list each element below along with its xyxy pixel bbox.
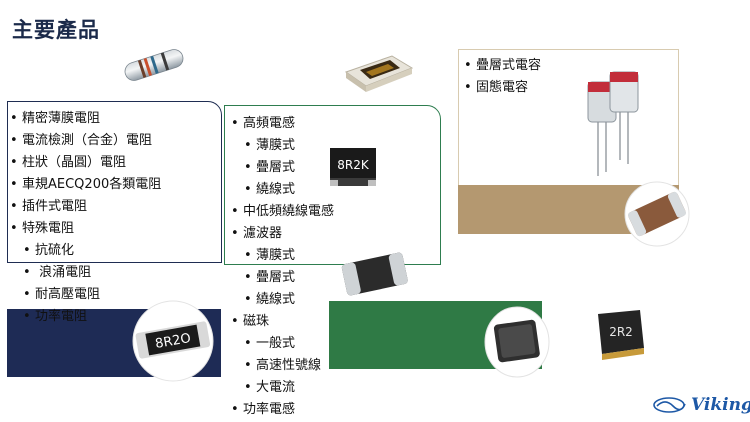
bullet: • — [231, 204, 239, 219]
list-item-label: 抗硫化 — [35, 243, 75, 258]
viking-logo: Viking — [653, 395, 750, 415]
list-item-label: 中低頻繞線電感 — [243, 204, 335, 219]
bullet: • — [244, 358, 252, 373]
list-item: • 磁珠 — [231, 311, 334, 333]
bullet: • — [244, 248, 252, 263]
bullet: • — [10, 221, 18, 236]
list-item-label: 疊層式 — [256, 270, 296, 285]
list-item: • 耐高壓電阻 — [10, 284, 161, 306]
list-item-label: 耐高壓電阻 — [35, 287, 101, 302]
power-inductor-image — [484, 306, 550, 378]
list-item: • 疊層式 — [231, 267, 334, 289]
inductor-2r2-marking: 2R2 — [609, 325, 633, 339]
capacitor-list: • 疊層式電容 • 固態電容 — [464, 55, 541, 99]
bullet: • — [244, 270, 252, 285]
inductor-8r2k-image: 8R2K — [330, 148, 376, 186]
list-item-label: 大電流 — [256, 380, 296, 395]
list-item-label: 固態電容 — [476, 80, 529, 95]
list-item-label: 車規AECQ200各類電阻 — [22, 177, 162, 192]
list-item: • 繞線式 — [231, 179, 334, 201]
list-item-label: 浪涌電阻 — [35, 265, 92, 280]
list-item-label: 疊層式 — [256, 160, 296, 175]
bullet: • — [23, 287, 31, 302]
inductor-list: • 高頻電感 • 薄膜式 • 疊層式 • 繞線式 • 中低頻繞線電感 • 濾波器 • 薄膜式 • 疊層式 • 繞線… — [231, 113, 334, 421]
axial-resistor-image — [124, 49, 184, 81]
list-item: • 插件式電阻 — [10, 196, 161, 218]
viking-logo-text: Viking — [691, 395, 750, 415]
list-item: • 固態電容 — [464, 77, 541, 99]
list-item: • 薄膜式 — [231, 245, 334, 267]
list-item-label: 疊層式電容 — [476, 58, 542, 73]
bullet: • — [244, 182, 252, 197]
list-item-label: 高速性號線 — [256, 358, 322, 373]
bullet: • — [23, 265, 31, 280]
bullet: • — [10, 177, 18, 192]
list-item-label: 繞線式 — [256, 292, 296, 307]
chip-resistor-marking: 8R2O — [154, 331, 192, 352]
bullet: • — [244, 336, 252, 351]
list-item: • 薄膜式 — [231, 135, 334, 157]
list-item: • 疊層式電容 — [464, 55, 541, 77]
bullet: • — [244, 292, 252, 307]
list-item: • 浪涌電阻 — [10, 262, 161, 284]
list-item: • 大電流 — [231, 377, 334, 399]
resistor-panel — [7, 101, 222, 263]
list-item-label: 高頻電感 — [243, 116, 296, 131]
bullet: • — [231, 314, 239, 329]
bullet: • — [10, 199, 18, 214]
chip-resistor-8r2o-image: 8R2O — [132, 300, 214, 382]
bullet: • — [464, 58, 472, 73]
bullet: • — [231, 116, 239, 131]
inductor-panel — [224, 105, 441, 265]
list-item-label: 特殊電阻 — [22, 221, 75, 236]
list-item: • 疊層式 — [231, 157, 334, 179]
viking-wave-icon — [653, 397, 686, 413]
list-item-label: 薄膜式 — [256, 248, 296, 263]
bullet: • — [10, 111, 18, 126]
thin-film-chip-image — [344, 55, 414, 92]
bullet: • — [231, 402, 239, 417]
resistor-list: • 精密薄膜電阻 • 電流檢測（合金）電阻 • 柱狀（晶圓）電阻 • 車規AECQ200各類電… — [10, 108, 161, 328]
bullet: • — [231, 226, 239, 241]
list-item-label: 磁珠 — [243, 314, 270, 329]
list-item: • 抗硫化 — [10, 240, 161, 262]
list-item-label: 功率電感 — [243, 402, 296, 417]
list-item: • 電流檢測（合金）電阻 — [10, 130, 161, 152]
list-item-label: 繞線式 — [256, 182, 296, 197]
bullet: • — [10, 133, 18, 148]
solid-capacitors-image — [587, 71, 639, 176]
bullet: • — [244, 138, 252, 153]
bullet: • — [244, 380, 252, 395]
list-item: • 特殊電阻 — [10, 218, 161, 240]
list-item-label: 柱狀（晶圓）電阻 — [22, 155, 127, 170]
bullet: • — [23, 243, 31, 258]
list-item: • 高速性號線 — [231, 355, 334, 377]
list-item-label: 電流檢測（合金）電阻 — [22, 133, 153, 148]
list-item: • 車規AECQ200各類電阻 — [10, 174, 161, 196]
list-item-label: 功率電阻 — [35, 309, 88, 324]
list-item-label: 濾波器 — [243, 226, 283, 241]
list-item-label: 精密薄膜電阻 — [22, 111, 101, 126]
mlcc-capacitor-image — [624, 181, 690, 247]
list-item: • 繞線式 — [231, 289, 334, 311]
list-item: • 一般式 — [231, 333, 334, 355]
filter-chip-image — [341, 252, 408, 296]
list-item-label: 一般式 — [256, 336, 296, 351]
list-item: • 中低頻繞線電感 — [231, 201, 334, 223]
shielded-inductor-2r2-image: 2R2 — [598, 310, 644, 360]
bullet: • — [23, 309, 31, 324]
list-item: • 濾波器 — [231, 223, 334, 245]
bullet: • — [464, 80, 472, 95]
list-item-label: 插件式電阻 — [22, 199, 88, 214]
inductor-8r2k-marking: 8R2K — [337, 158, 370, 172]
list-item: • 精密薄膜電阻 — [10, 108, 161, 130]
list-item: • 高頻電感 — [231, 113, 334, 135]
list-item: • 功率電感 — [231, 399, 334, 421]
bullet: • — [10, 155, 18, 170]
list-item: • 功率電阻 — [10, 306, 161, 328]
page-title: 主要產品 — [12, 18, 100, 42]
bullet: • — [244, 160, 252, 175]
list-item: • 柱狀（晶圓）電阻 — [10, 152, 161, 174]
list-item-label: 薄膜式 — [256, 138, 296, 153]
